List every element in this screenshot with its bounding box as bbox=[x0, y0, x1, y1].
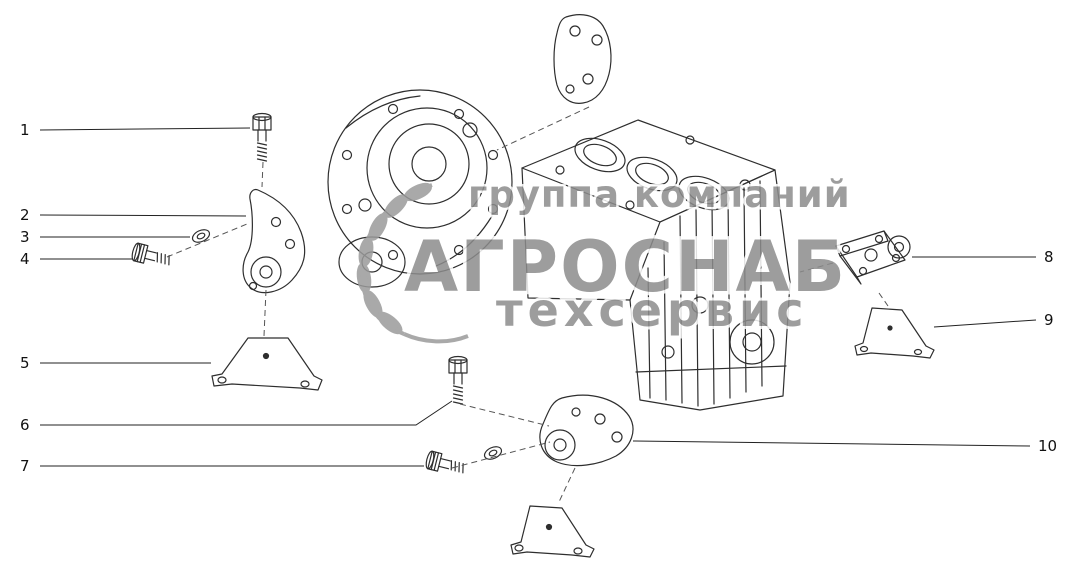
right-engine-bracket bbox=[835, 230, 911, 285]
hex-bolt-1 bbox=[252, 112, 272, 162]
callout-6: 6 bbox=[20, 416, 30, 434]
callout-7: 7 bbox=[20, 457, 30, 475]
engine-mount-pad-5 bbox=[211, 337, 323, 391]
hex-bolt-7 bbox=[425, 450, 464, 474]
callout-9: 9 bbox=[1044, 311, 1054, 329]
callout-5: 5 bbox=[20, 354, 30, 372]
rear-engine-bracket bbox=[539, 394, 634, 467]
callout-4: 4 bbox=[20, 250, 30, 268]
left-engine-bracket bbox=[242, 188, 306, 294]
watermark-line-1: группа компаний bbox=[468, 173, 851, 216]
top-mounting-plate bbox=[553, 14, 612, 104]
washer-3 bbox=[191, 229, 211, 243]
callout-10: 10 bbox=[1038, 437, 1058, 455]
callout-1: 1 bbox=[20, 121, 30, 139]
callout-8: 8 bbox=[1044, 248, 1054, 266]
engine-mount-pad-9 bbox=[854, 307, 935, 359]
watermark-line-2: АГРОСНАБ bbox=[404, 226, 847, 308]
watermark-line-3: техсервис bbox=[496, 283, 809, 337]
washer-7 bbox=[483, 446, 503, 460]
engine-mount-pad-bottom bbox=[510, 505, 595, 558]
cylinder-block bbox=[521, 119, 791, 411]
callout-3: 3 bbox=[20, 228, 30, 246]
watermark: группа компаний АГРОСНАБ техсервис bbox=[356, 171, 852, 344]
hex-bolt-6 bbox=[448, 355, 468, 405]
leader-lines bbox=[39, 127, 1037, 467]
flywheel-housing bbox=[327, 89, 513, 288]
laurel-wreath-icon bbox=[356, 182, 469, 344]
hex-bolt-4 bbox=[131, 242, 170, 266]
callout-2: 2 bbox=[20, 206, 30, 224]
assembly-axes bbox=[166, 106, 889, 505]
